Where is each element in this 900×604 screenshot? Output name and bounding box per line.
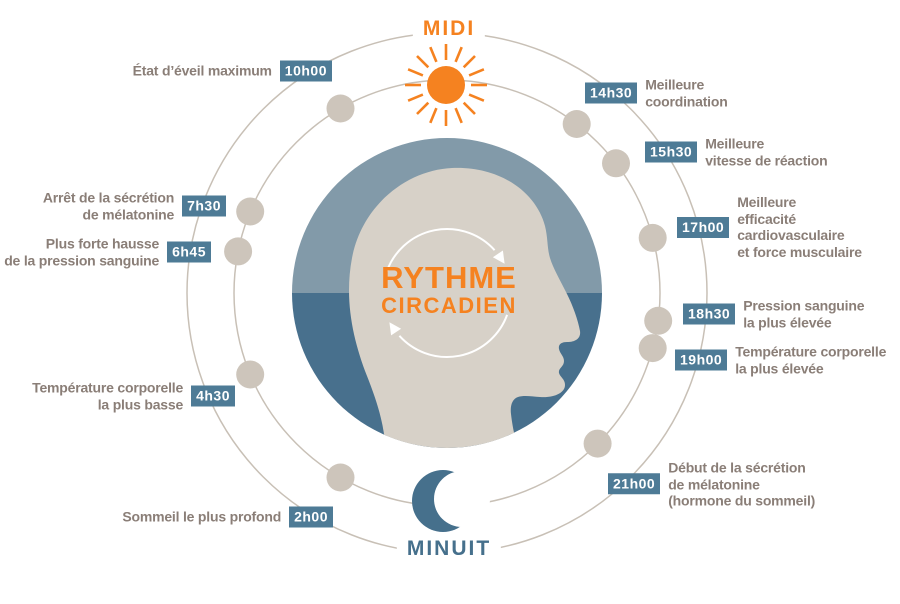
time-badge: 17h00 — [677, 216, 730, 238]
circadian-point-21h00: 21h00 Début de la sécrétion de mélatonine… — [608, 459, 815, 509]
time-badge: 21h00 — [608, 473, 661, 495]
point-description: Meilleure efficacité cardiovasculaire et… — [737, 194, 862, 260]
circadian-point-6h45: Plus forte hausse de la pression sanguin… — [4, 236, 211, 269]
time-dot-7h30 — [236, 197, 265, 226]
time-dot-2h00 — [326, 463, 355, 492]
time-dot-18h30 — [644, 306, 673, 335]
time-badge: 6h45 — [167, 241, 211, 263]
time-dot-6h45 — [224, 237, 253, 266]
time-dot-19h00 — [638, 334, 667, 363]
point-description: Arrêt de la sécrétion de mélatonine — [42, 189, 175, 223]
sun-ray — [454, 46, 463, 63]
time-badge: 14h30 — [585, 82, 638, 104]
time-dot-15h30 — [602, 149, 630, 178]
time-badge: 7h30 — [182, 195, 226, 217]
point-description: Plus forte hausse de la pression sanguin… — [4, 235, 160, 269]
sun-ray — [416, 55, 430, 69]
sun-ray — [454, 107, 463, 124]
circadian-point-10h00: État d’éveil maximum 10h00 — [132, 60, 332, 82]
point-description: Température corporelle la plus élevée — [735, 343, 887, 377]
point-description: Sommeil le plus profond — [122, 508, 282, 525]
time-badge: 18h30 — [683, 303, 736, 325]
moon-icon — [412, 470, 490, 532]
point-description: Pression sanguine la plus élevée — [743, 297, 865, 331]
time-dot-4h30 — [236, 360, 265, 389]
cycle-arrows-icon — [385, 228, 509, 358]
center-title: RYTHME CIRCADIEN — [381, 260, 517, 319]
sun-ray — [407, 93, 424, 102]
midnight-label: MINUIT — [396, 537, 502, 561]
point-description: Meilleure coordination — [645, 76, 728, 110]
time-dot-10h00 — [326, 94, 355, 123]
point-description: Température corporelle la plus basse — [32, 379, 184, 413]
noon-label: MIDI — [412, 17, 486, 41]
sun-ray — [468, 93, 485, 102]
sun-icon — [405, 44, 487, 126]
center-title-line2: CIRCADIEN — [381, 293, 517, 318]
sun-ray — [462, 55, 476, 69]
sun-ray — [429, 107, 438, 124]
sun-ray — [407, 68, 424, 77]
time-dot-21h00 — [583, 429, 612, 458]
time-badge: 10h00 — [279, 60, 332, 82]
circadian-point-18h30: 18h30 Pression sanguine la plus élevée — [683, 298, 864, 331]
circadian-point-2h00: Sommeil le plus profond 2h00 — [122, 506, 333, 528]
circadian-point-4h30: Température corporelle la plus basse 4h30 — [32, 380, 235, 413]
center-title-line1: RYTHME — [381, 260, 517, 295]
time-dots — [224, 94, 673, 492]
time-dot-17h00 — [638, 223, 667, 252]
point-description: Début de la sécrétion de mélatonine (hor… — [668, 459, 816, 509]
point-description: État d’éveil maximum — [132, 62, 272, 79]
circadian-point-19h00: 19h00 Température corporelle la plus élev… — [675, 344, 886, 377]
time-badge: 4h30 — [191, 385, 235, 407]
circadian-point-15h30: 15h30 Meilleure vitesse de réaction — [645, 135, 828, 169]
head-silhouette — [349, 167, 581, 448]
circadian-point-17h00: 17h00 Meilleure efficacité cardiovasculai… — [677, 194, 900, 260]
time-badge: 19h00 — [675, 349, 728, 371]
circadian-point-7h30: Arrêt de la sécrétion de mélatonine 7h30 — [43, 190, 226, 223]
sun-ray — [468, 68, 485, 77]
time-dot-14h30 — [562, 110, 591, 138]
point-description: Meilleure vitesse de réaction — [705, 135, 828, 169]
circadian-point-14h30: 14h30 Meilleure coordination — [585, 77, 728, 110]
sun-ray — [462, 101, 476, 115]
sun-ray — [416, 101, 430, 115]
time-badge: 15h30 — [645, 141, 698, 163]
sun-ray — [429, 46, 438, 63]
time-badge: 2h00 — [289, 506, 333, 528]
